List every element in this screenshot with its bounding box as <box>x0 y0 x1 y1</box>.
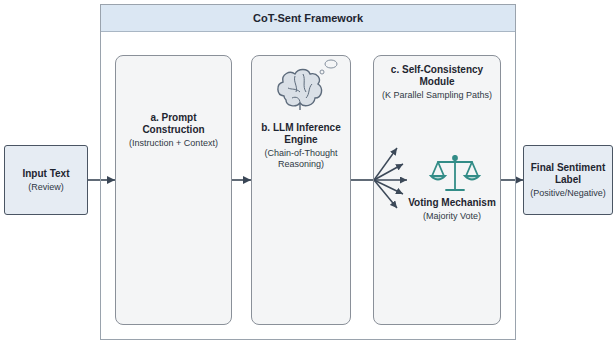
module-note: (Majority Vote) <box>404 211 500 222</box>
process-box: c. Self-Consistency Module (K Parallel Sa… <box>373 55 501 325</box>
flow-arrow <box>501 179 523 181</box>
box-heading: c. Self-Consistency Module <box>380 64 494 88</box>
box-heading: b. LLM Inference Engine <box>258 122 344 146</box>
box-note: (Chain-of-Thought Reasoning) <box>258 148 344 170</box>
process-box: a. Prompt Construction (Instruction + Con… <box>115 55 232 325</box>
flow-arrow <box>351 179 373 181</box>
panel-heading: CoT-Sent Framework <box>101 5 515 32</box>
flow-arrow <box>88 179 115 181</box>
box-heading: Final Sentiment Label <box>528 162 608 186</box>
input-box: Input Text (Review) <box>4 145 88 215</box>
output-box: Final Sentiment Label (Positive/Negative) <box>523 145 613 215</box>
flow-arrow <box>232 179 251 181</box>
box-heading: a. Prompt Construction <box>122 112 225 136</box>
box-note: (Review) <box>9 182 83 193</box>
module-label: Voting Mechanism <box>404 197 500 209</box>
box-note: (K Parallel Sampling Paths) <box>380 90 494 101</box>
box-heading: Input Text <box>9 168 83 180</box>
box-note: (Instruction + Context) <box>122 138 225 149</box>
process-box: b. LLM Inference Engine(Chain-of-Thought… <box>251 55 351 325</box>
framework-panel: CoT-Sent Framework a. Prompt Construction… <box>100 4 516 340</box>
box-note: (Positive/Negative) <box>528 188 608 199</box>
